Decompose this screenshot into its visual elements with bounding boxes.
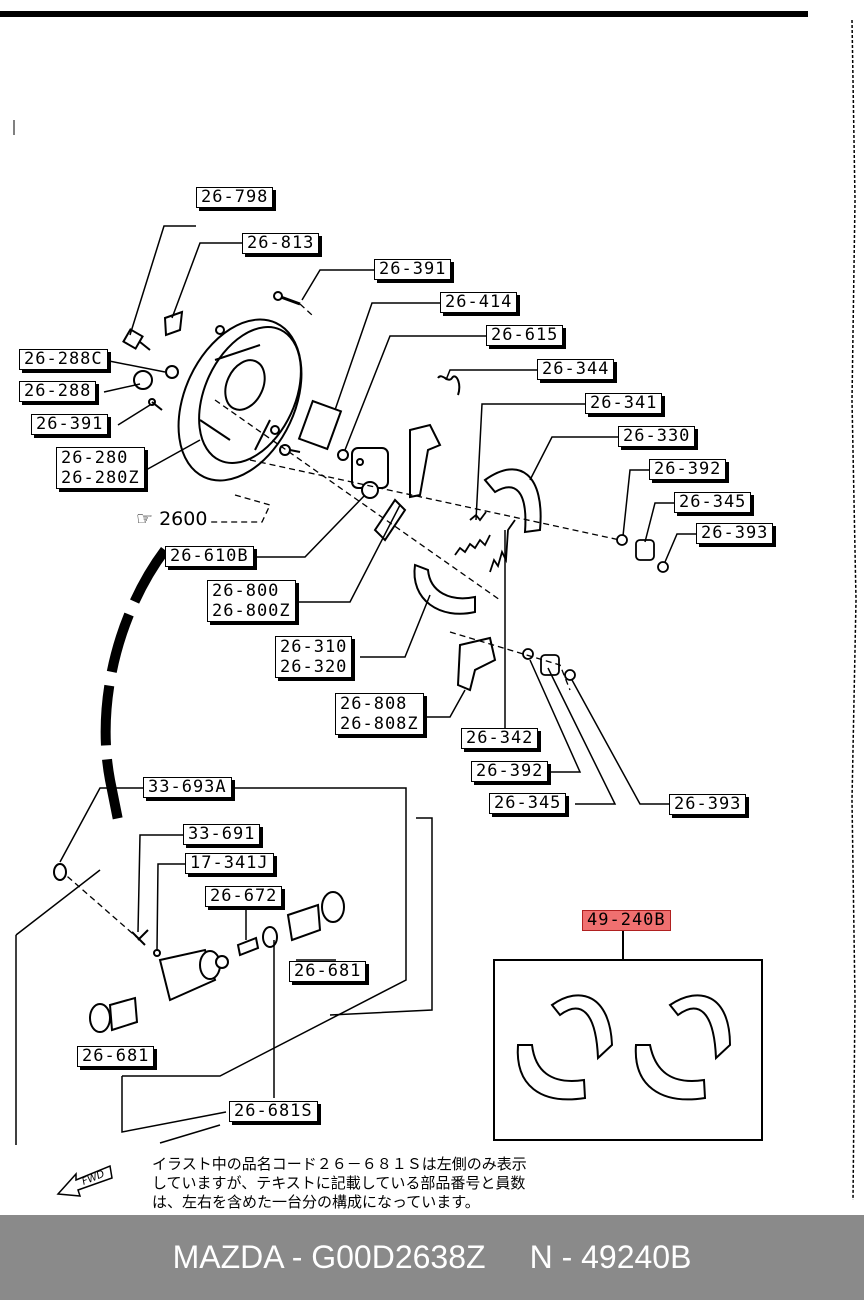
catalog-number: N - 49240B: [529, 1239, 692, 1275]
part-label-26-280: 26-280 26-280Z: [56, 447, 145, 489]
brand-part-number: MAZDA - G00D2638Z: [172, 1239, 486, 1275]
kit-box: [493, 959, 763, 1141]
springs: [454, 511, 669, 681]
part-label-26-391-left: 26-391: [31, 414, 109, 435]
part-label-26-615: 26-615: [486, 325, 564, 346]
fwd-arrow-icon: FWD: [56, 1164, 113, 1197]
part-label-49-240b-highlighted[interactable]: 49-240B: [582, 910, 671, 931]
part-label-26-345-bottom: 26-345: [489, 793, 567, 814]
part-label-26-341: 26-341: [585, 393, 663, 414]
assembly-dashes: [59, 303, 621, 941]
footnote-line: していますが、テキストに記載している部品番号と員数: [152, 1174, 526, 1192]
wheel-cylinder-parts: [53, 863, 345, 1033]
part-label-26-800: 26-800 26-800Z: [207, 580, 296, 622]
brake-hose: [100, 547, 170, 831]
footnote: イラスト中の品名コード２６－６８１Ｓは左側のみ表示 していますが、テキストに記載…: [152, 1155, 612, 1212]
footnote-line: は、左右を含めた一台分の構成になっています。: [152, 1193, 480, 1211]
part-label-26-813: 26-813: [242, 233, 320, 254]
exploded-parts-diagram: [0, 11, 857, 1201]
part-label-26-414: 26-414: [440, 292, 518, 313]
backing-plate: [177, 318, 303, 482]
small-parts: [122, 291, 461, 542]
part-label-26-288c: 26-288C: [19, 349, 108, 370]
part-label-26-345-right: 26-345: [674, 492, 752, 513]
part-label-26-798: 26-798: [196, 187, 274, 208]
part-label-26-310: 26-310 26-320: [275, 636, 353, 678]
brake-shoes: [413, 468, 542, 692]
part-label-26-344: 26-344: [537, 359, 615, 380]
part-label-26-393-right: 26-393: [696, 523, 774, 544]
part-label-26-342: 26-342: [461, 728, 539, 749]
part-label-17-341j: 17-341J: [185, 853, 274, 874]
part-label-26-391-top: 26-391: [374, 259, 452, 280]
part-label-26-610b: 26-610B: [165, 546, 254, 567]
footnote-line: イラスト中の品名コード２６－６８１Ｓは左側のみ表示: [152, 1155, 527, 1173]
part-label-33-693a: 33-693A: [143, 777, 232, 798]
part-label-26-393-bottom: 26-393: [669, 794, 747, 815]
part-label-26-808: 26-808 26-808Z: [335, 693, 424, 735]
reference-group-2600: ☞ 2600: [136, 508, 208, 530]
part-label-26-392-right: 26-392: [649, 459, 727, 480]
part-label-26-672: 26-672: [205, 886, 283, 907]
part-label-26-392-bottom: 26-392: [471, 761, 549, 782]
part-label-26-330: 26-330: [618, 426, 696, 447]
leader-lines: [15, 225, 696, 1145]
border-frame: [0, 11, 857, 1201]
part-label-26-681-right: 26-681: [289, 961, 367, 982]
kit-shoes: [516, 994, 732, 1101]
part-info-bar: MAZDA - G00D2638Z N - 49240B: [0, 1215, 864, 1300]
part-label-26-288: 26-288: [19, 381, 97, 402]
part-label-26-681-left: 26-681: [77, 1046, 155, 1067]
part-label-33-691: 33-691: [183, 824, 261, 845]
part-label-26-681s: 26-681S: [229, 1101, 318, 1122]
